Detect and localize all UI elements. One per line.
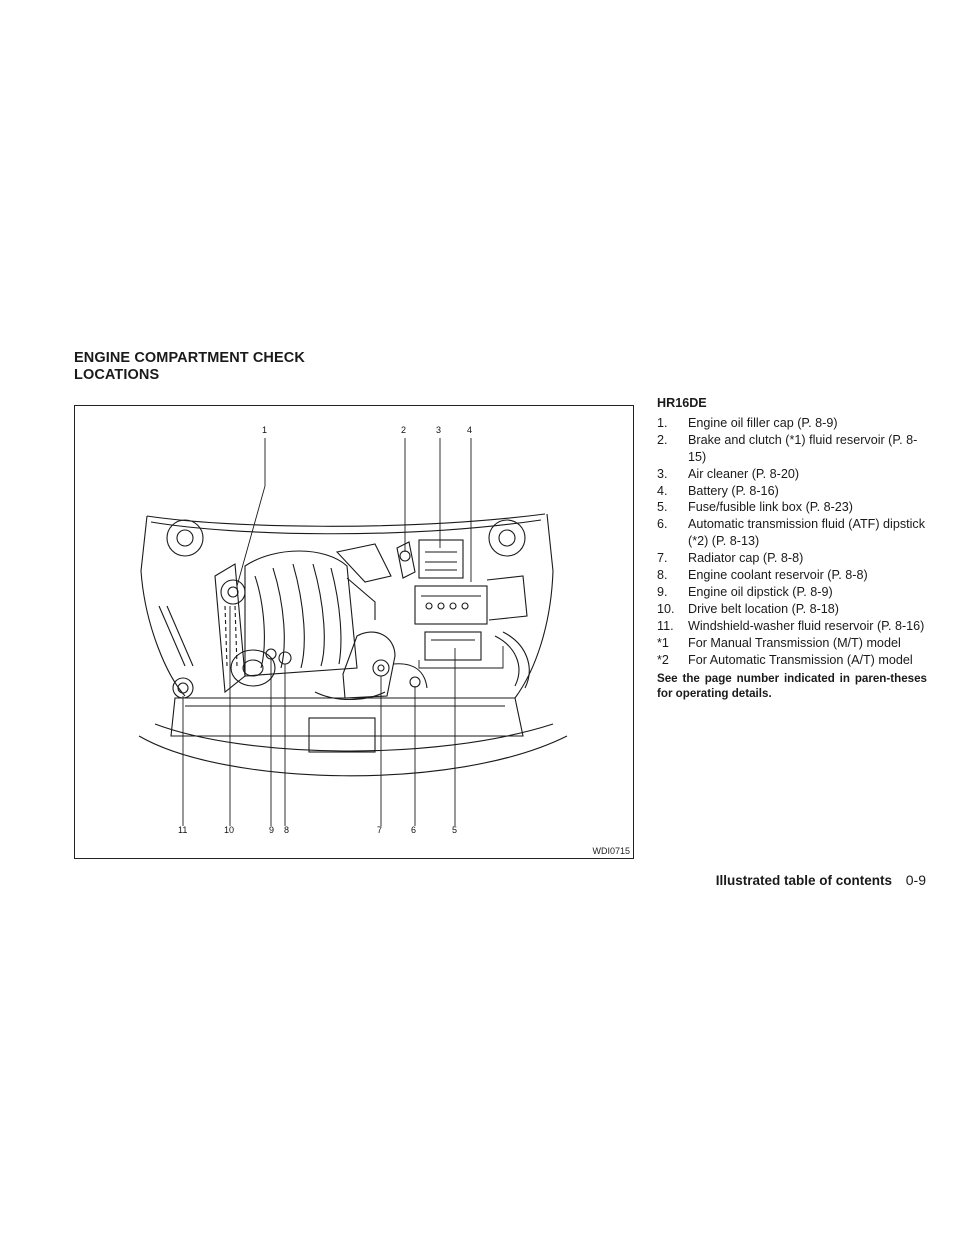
list-item: 7. Radiator cap (P. 8-8) — [657, 550, 927, 567]
list-item-text: Brake and clutch (*1) fluid reservoir (P… — [688, 432, 918, 464]
callout-label-2: 2 — [401, 425, 407, 435]
list-item: *1 For Manual Transmission (M/T) model — [657, 635, 927, 652]
callout-label-7: 7 — [377, 825, 383, 835]
list-item-text: Radiator cap (P. 8-8) — [688, 551, 804, 566]
callout-label-8: 8 — [284, 825, 290, 835]
figure-code: WDI0715 — [592, 846, 630, 856]
list-item: 10. Drive belt location (P. 8-18) — [657, 601, 927, 618]
list-item: 3. Air cleaner (P. 8-20) — [657, 466, 927, 483]
list-item-number: 11. — [657, 618, 674, 633]
callout-label-5: 5 — [452, 825, 458, 835]
callout-label-10: 10 — [224, 825, 235, 835]
list-item-number: 9. — [657, 584, 668, 599]
callout-label-4: 4 — [467, 425, 473, 435]
callout-label-11: 11 — [178, 825, 188, 835]
list-item-number: 2. — [657, 432, 668, 447]
operating-details-note: See the page number indicated in paren-t… — [657, 671, 927, 701]
list-item-text: Automatic transmission fluid (ATF) dipst… — [688, 517, 926, 549]
list-item: 6. Automatic transmission fluid (ATF) di… — [657, 516, 927, 550]
list-item-number: 4. — [657, 483, 668, 498]
callout-label-3: 3 — [436, 425, 442, 435]
list-item-text: Battery (P. 8-16) — [688, 483, 779, 498]
list-item-number: *2 — [657, 652, 669, 667]
list-item-number: 10. — [657, 601, 675, 616]
list-item-number: *1 — [657, 635, 669, 650]
list-item-text: For Manual Transmission (M/T) model — [688, 635, 901, 650]
list-item-number: 3. — [657, 466, 668, 481]
list-item-text: Fuse/fusible link box (P. 8-23) — [688, 500, 853, 515]
list-item-text: Engine coolant reservoir (P. 8-8) — [688, 568, 868, 583]
list-item-text: For Automatic Transmission (A/T) model — [688, 652, 913, 667]
list-item: *2 For Automatic Transmission (A/T) mode… — [657, 652, 927, 669]
callout-label-6: 6 — [411, 825, 417, 835]
list-item: 4. Battery (P. 8-16) — [657, 483, 927, 500]
list-item: 1. Engine oil filler cap (P. 8-9) — [657, 415, 927, 432]
list-item: 5. Fuse/fusible link box (P. 8-23) — [657, 499, 927, 516]
list-item-number: 7. — [657, 551, 668, 566]
list-item-number: 5. — [657, 500, 668, 515]
section-heading-line-1: ENGINE COMPARTMENT CHECK — [74, 350, 305, 366]
list-item-number: 6. — [657, 517, 668, 532]
list-item-text: Air cleaner (P. 8-20) — [688, 466, 800, 481]
model-heading: HR16DE — [657, 396, 707, 410]
list-item-text: Engine oil filler cap (P. 8-9) — [688, 415, 838, 430]
list-item: 9. Engine oil dipstick (P. 8-9) — [657, 584, 927, 601]
section-heading: ENGINE COMPARTMENT CHECK LOCATIONS — [74, 350, 374, 383]
engine-compartment-illustration — [138, 438, 568, 826]
callout-label-9: 9 — [269, 825, 275, 835]
list-item: 11. Windshield-washer fluid reservoir (P… — [657, 618, 927, 635]
list-item-number: 1. — [657, 415, 668, 430]
page-footer: Illustrated table of contents 0-9 — [716, 872, 926, 888]
engine-compartment-figure: 1 2 3 4 11 10 9 8 7 6 5 WDI0715 — [74, 405, 634, 859]
list-item-text: Windshield-washer fluid reservoir (P. 8-… — [688, 618, 925, 633]
list-item-number: 8. — [657, 568, 668, 583]
page-number: 0-9 — [905, 872, 926, 888]
legend-column: HR16DE 1. Engine oil filler cap (P. 8-9)… — [657, 395, 927, 702]
list-item: 2. Brake and clutch (*1) fluid reservoir… — [657, 432, 927, 466]
list-item-text: Drive belt location (P. 8-18) — [688, 601, 839, 616]
list-item-text: Engine oil dipstick (P. 8-9) — [688, 584, 833, 599]
section-heading-line-2: LOCATIONS — [74, 366, 160, 383]
footer-section-title: Illustrated table of contents — [715, 873, 892, 888]
list-item: 8. Engine coolant reservoir (P. 8-8) — [657, 567, 927, 584]
callout-label-1: 1 — [262, 425, 268, 435]
